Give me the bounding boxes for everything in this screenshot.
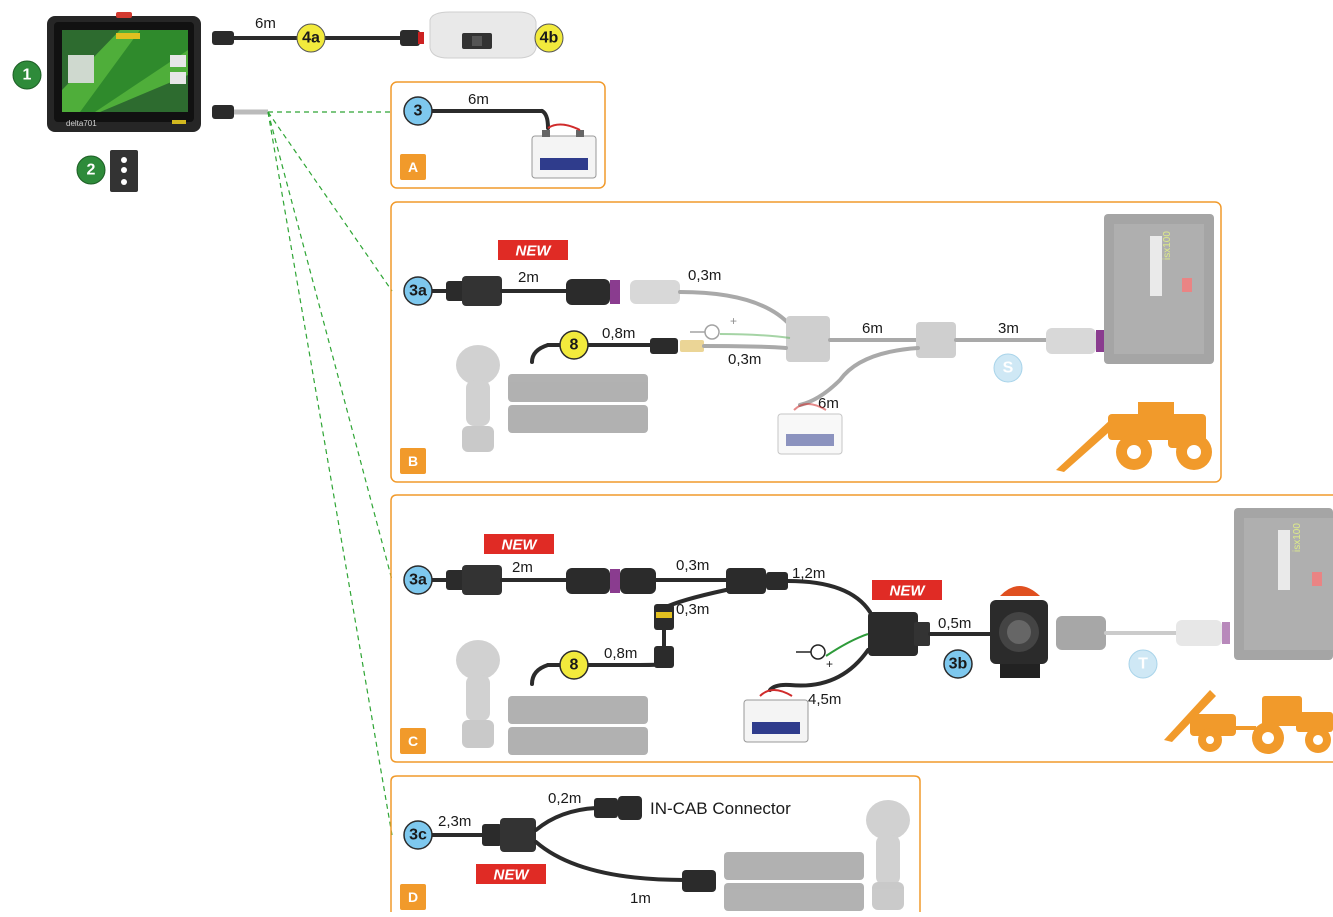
badge-3c-label: 3c xyxy=(409,827,427,844)
joystick-b xyxy=(456,345,500,452)
main-connector xyxy=(212,105,268,119)
d-length-1m: 1m xyxy=(630,890,651,907)
d-length-02m: 0,2m xyxy=(548,790,581,807)
section-c: C NEW 2m 0,3m 1,2m 0,3m 0,8m 8 xyxy=(390,494,1333,763)
badge-3c: 3c xyxy=(403,820,433,850)
badge-t-label: T xyxy=(1138,656,1148,673)
display-brand: delta701 xyxy=(66,119,97,128)
b-length-2m: 2m xyxy=(518,269,539,286)
svg-text:+: + xyxy=(826,657,833,671)
switchbox-b xyxy=(508,374,648,433)
new-label-c2: NEW xyxy=(890,583,927,600)
badge-2-label: 2 xyxy=(87,162,96,179)
c-length-12m: 1,2m xyxy=(792,565,825,582)
joystick-c xyxy=(456,640,500,748)
new-label-b: NEW xyxy=(516,243,553,260)
badge-3a-b-label: 3a xyxy=(409,283,427,300)
badge-3b-label: 3b xyxy=(949,656,968,673)
section-a-tag: A xyxy=(408,159,418,175)
key-switch-b: + xyxy=(690,314,791,340)
badge-1-label: 1 xyxy=(23,67,32,84)
new-label-c1: NEW xyxy=(502,537,539,554)
section-a-length: 6m xyxy=(468,91,489,108)
section-b-tag: B xyxy=(408,453,418,469)
new-badge-d: NEW xyxy=(476,864,546,884)
section-d: D 2,3m 0,2m IN-CAB Connector 1m NEW 3c xyxy=(390,775,921,912)
d-length-23m: 2,3m xyxy=(438,813,471,830)
ecu-c-label: isx100 xyxy=(1292,523,1303,552)
badge-3a-b: 3a xyxy=(403,276,433,306)
switchbox-c xyxy=(508,696,648,755)
b-length-3m: 3m xyxy=(998,320,1019,337)
badge-4a: 4a xyxy=(296,23,326,53)
badge-4a-label: 4a xyxy=(302,30,320,47)
section-b: B NEW 2m 0,3m 6m 3m 6m xyxy=(390,201,1222,483)
gps-antenna xyxy=(429,11,537,59)
badge-3: 3 xyxy=(403,96,433,126)
badge-s: S xyxy=(993,353,1023,383)
joystick-d xyxy=(866,800,910,910)
badge-8-c-label: 8 xyxy=(570,657,579,674)
badge-8-b: 8 xyxy=(559,330,589,360)
badge-8-b-label: 8 xyxy=(570,337,579,354)
new-badge-c2: NEW xyxy=(872,580,942,600)
badge-2: 2 xyxy=(76,155,106,185)
ecu-b-label: isx100 xyxy=(1162,231,1173,260)
new-badge-b: NEW xyxy=(498,240,568,260)
socket-connector xyxy=(990,586,1048,678)
section-c-tag: C xyxy=(408,733,418,749)
b-length-08m: 0,8m xyxy=(602,325,635,342)
b-length-6m: 6m xyxy=(862,320,883,337)
badge-3b: 3b xyxy=(943,649,973,679)
c-length-03m-bottom: 0,3m xyxy=(676,601,709,618)
c-length-08m: 0,8m xyxy=(604,645,637,662)
display-unit: delta701 xyxy=(47,12,201,132)
b-length-battery: 6m xyxy=(818,395,839,412)
badge-3a-c-label: 3a xyxy=(409,572,427,589)
badge-s-label: S xyxy=(1003,360,1014,377)
battery-b xyxy=(777,403,843,455)
sprayer-trailer-icon xyxy=(1056,402,1212,472)
section-a: A 6m 3 xyxy=(390,81,606,189)
section-d-tag: D xyxy=(408,889,418,905)
badge-t: T xyxy=(1128,649,1158,679)
c-length-05m: 0,5m xyxy=(938,615,971,632)
new-label-d: NEW xyxy=(494,867,531,884)
c-length-03m-top: 0,3m xyxy=(676,557,709,574)
key-switch-c: + xyxy=(796,633,869,671)
badge-8-c: 8 xyxy=(559,650,589,680)
badge-4b: 4b xyxy=(534,23,564,53)
new-badge-c1: NEW xyxy=(484,534,554,554)
badge-3a-c: 3a xyxy=(403,565,433,595)
b-length-03m-top: 0,3m xyxy=(688,267,721,284)
battery-a xyxy=(531,123,597,179)
badge-3-label: 3 xyxy=(414,103,423,120)
battery-c xyxy=(743,689,809,743)
ecu-b: isx100 xyxy=(1104,214,1214,364)
c-length-45m: 4,5m xyxy=(808,691,841,708)
in-cab-connector-label: IN-CAB Connector xyxy=(650,799,791,818)
badge-1: 1 xyxy=(12,60,42,90)
ecu-c: isx100 xyxy=(1234,508,1333,660)
switchbox-d xyxy=(724,852,864,911)
c-length-2m: 2m xyxy=(512,559,533,576)
svg-text:+: + xyxy=(730,314,737,328)
b-length-03m-bottom: 0,3m xyxy=(728,351,761,368)
dashed-links xyxy=(267,111,393,836)
length-4a: 6m xyxy=(255,15,276,32)
mounting-bracket xyxy=(110,150,138,192)
badge-4b-label: 4b xyxy=(540,30,559,47)
tractor-sprayer-icon xyxy=(1164,690,1333,754)
plug-connector-c xyxy=(1056,616,1230,650)
